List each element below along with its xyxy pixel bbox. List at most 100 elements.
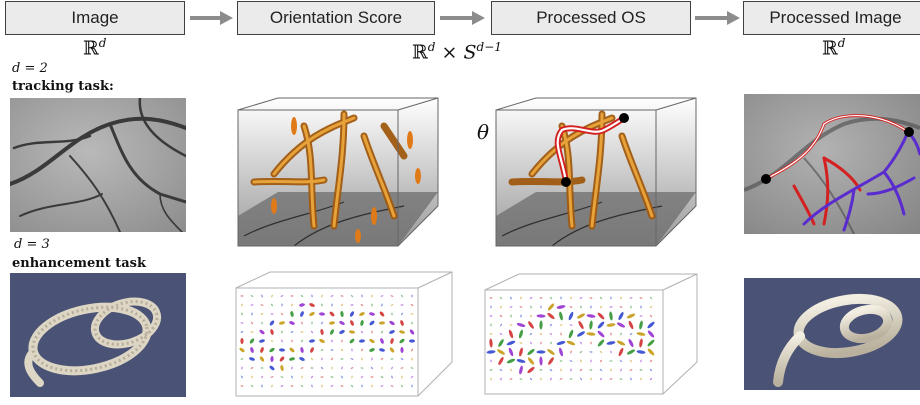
orientation-glyph [499, 323, 503, 327]
orientation-glyph [499, 332, 503, 336]
orientation-glyph [558, 347, 564, 357]
orientation-glyph [549, 323, 553, 327]
orientation-glyph [261, 384, 263, 388]
orientation-glyph [260, 347, 264, 353]
orientation-glyph [371, 330, 373, 334]
orientation-glyph [626, 313, 636, 319]
orientation-glyph [639, 297, 643, 299]
orientation-glyph [519, 365, 523, 375]
orientation-glyph [389, 320, 395, 326]
orientation-glyph [280, 376, 284, 378]
orientation-glyph [330, 349, 334, 351]
orientation-glyph [609, 311, 613, 321]
orientation-glyph [391, 375, 393, 379]
orientation-glyph [410, 375, 414, 379]
orientation-glyph [548, 357, 554, 365]
orientation-glyph [569, 306, 573, 308]
orientation-glyph [586, 332, 596, 336]
orientation-glyph [556, 341, 566, 345]
orientation-glyph [536, 314, 546, 318]
orientation-glyph [290, 331, 294, 333]
orientation-glyph [589, 351, 593, 353]
orientation-glyph [640, 359, 642, 363]
orientation-glyph [520, 296, 522, 300]
orientation-glyph [569, 324, 573, 326]
orientation-glyph [361, 348, 363, 352]
orientation-glyph [300, 347, 304, 353]
orientation-glyph [300, 384, 304, 388]
orientation-glyph [250, 294, 254, 298]
orientation-glyph [411, 384, 413, 388]
orientation-glyph [321, 384, 323, 388]
orientation-glyph [599, 296, 603, 300]
orientation-glyph [559, 324, 563, 326]
stage-image-label: Image [71, 8, 119, 27]
orientation-glyph [489, 297, 493, 299]
orientation-glyph [270, 313, 274, 315]
orientation-glyph [270, 340, 274, 342]
orientation-glyph [320, 349, 324, 351]
orientation-glyph [599, 359, 603, 363]
orientation-glyph [369, 320, 375, 326]
orientation-glyph [626, 349, 636, 355]
orientation-glyph [610, 368, 612, 372]
orientation-glyph [509, 324, 513, 326]
orientation-glyph [640, 377, 642, 381]
orientation-glyph [340, 358, 344, 360]
orientation-glyph [340, 385, 344, 387]
orientation-glyph [649, 368, 653, 372]
orientation-glyph [549, 377, 553, 381]
orientation-glyph [351, 375, 353, 379]
orientation-glyph [610, 350, 612, 354]
orientation-glyph [330, 385, 334, 387]
orientation-glyph [239, 347, 245, 353]
orientation-glyph [390, 303, 394, 307]
orientation-glyph [579, 297, 583, 299]
orientation-glyph [639, 315, 643, 317]
orientation-glyph [290, 311, 294, 317]
orientation-glyph [329, 321, 335, 325]
orientation-glyph [371, 294, 373, 298]
processed-orientation-glyphs [486, 296, 655, 381]
orientation-glyph [527, 348, 535, 356]
orientation-glyph [311, 384, 313, 388]
enhanced-volume-render [744, 278, 920, 390]
orientation-glyph [597, 312, 605, 320]
orientation-glyph [529, 297, 533, 299]
orientation-glyph [589, 320, 593, 330]
orientation-glyph [647, 348, 655, 356]
orientation-glyph [568, 311, 574, 321]
orientation-glyph [519, 306, 523, 308]
orientation-glyph [497, 349, 505, 355]
orientation-glyph [360, 304, 364, 306]
orientation-glyph [636, 332, 646, 336]
orientation-glyph [508, 347, 514, 357]
orientation-glyph [616, 340, 626, 346]
orientation-glyph [341, 375, 343, 379]
orientation-glyph [586, 314, 596, 318]
orientation-glyph [489, 333, 493, 335]
orientation-glyph [269, 365, 275, 371]
orientation-glyph [539, 369, 543, 371]
orientation-glyph [498, 339, 504, 347]
orientation-glyph [411, 357, 413, 361]
orientation-glyph [597, 339, 605, 347]
retina-input-image [10, 98, 186, 232]
orientation-glyph [240, 375, 244, 379]
orientation-glyph [400, 312, 404, 316]
orientation-glyph [260, 367, 264, 369]
orientation-glyph [330, 295, 334, 297]
orientation-glyph [261, 321, 263, 325]
orientation-glyph [509, 306, 513, 308]
orientation-glyph [618, 311, 624, 321]
orientation-glyph [499, 369, 503, 371]
orientation-glyph [240, 295, 244, 297]
orientation-glyph [499, 296, 503, 300]
orientation-glyph [400, 320, 404, 326]
orientation-glyph [270, 356, 274, 362]
orientation-glyph [279, 348, 285, 352]
orientation-glyph [547, 312, 555, 320]
orientation-glyph [498, 357, 504, 365]
orientation-glyph [610, 332, 612, 336]
orientation-glyph [369, 338, 375, 344]
